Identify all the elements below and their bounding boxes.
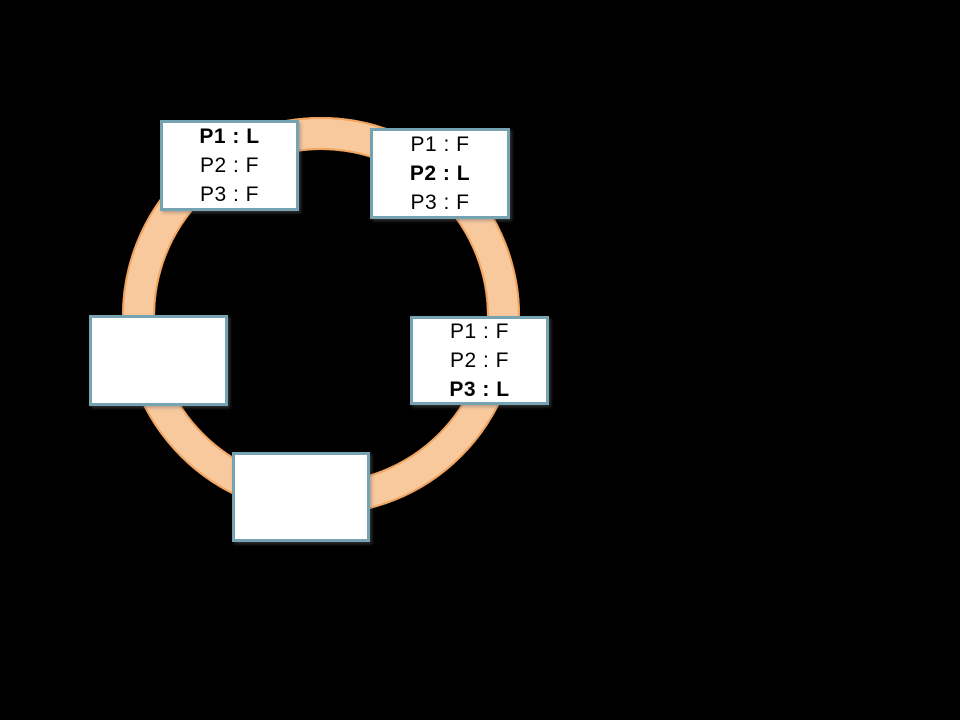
node-box-right: P1 : F P2 : F P3 : L — [410, 316, 549, 405]
process-state-line: P1 : F — [410, 133, 470, 156]
process-state-line: P3 : F — [410, 191, 470, 214]
process-state-line: P2 : F — [449, 349, 510, 372]
node-box-top-right: P1 : F P2 : L P3 : F — [370, 128, 510, 219]
process-state-line: P2 : L — [409, 162, 471, 185]
process-state-line: P2 : F — [199, 154, 260, 177]
node-box-top-left: P1 : L P2 : F P3 : F — [160, 120, 299, 211]
process-state-line: P3 : L — [449, 378, 510, 401]
process-state-line: P1 : F — [449, 320, 510, 343]
process-state-line: P3 : F — [199, 183, 260, 206]
node-box-bottom-empty — [232, 452, 370, 542]
process-state-line: P1 : L — [199, 125, 260, 148]
node-box-left-empty — [89, 315, 228, 406]
